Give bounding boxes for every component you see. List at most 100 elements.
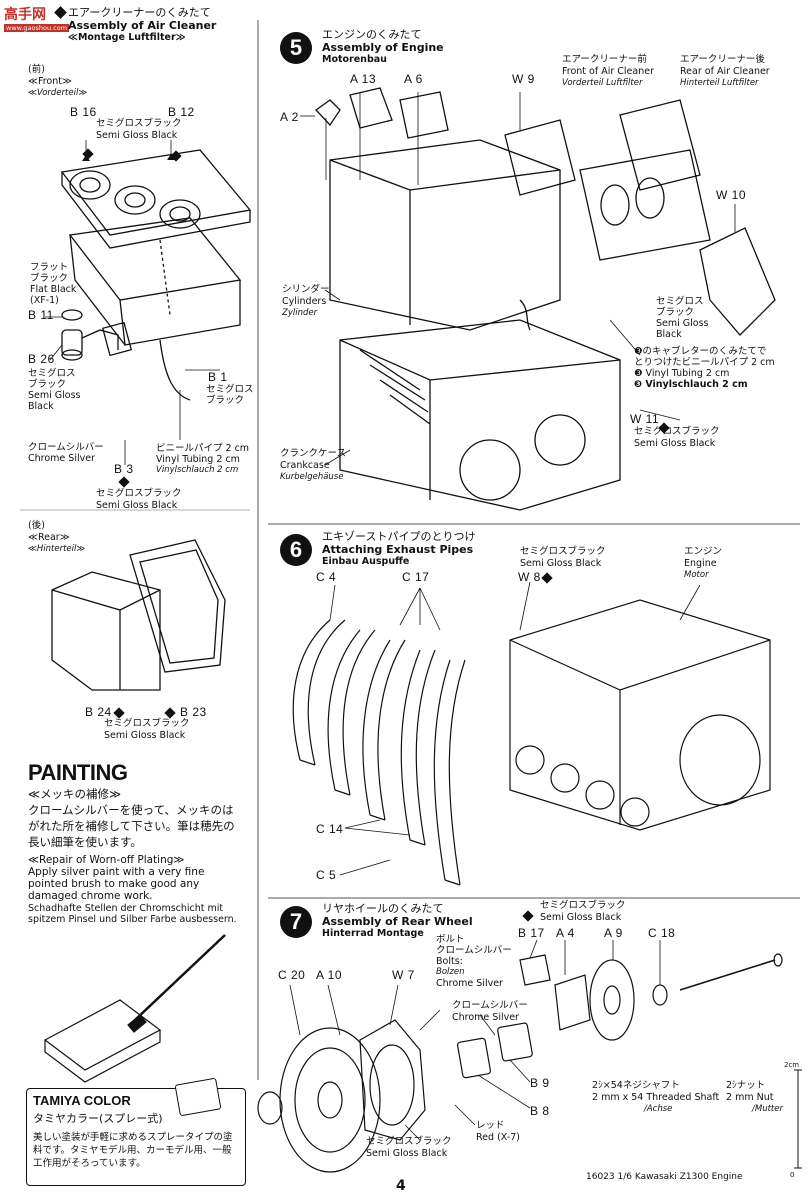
engine-jp: エンジン (684, 546, 723, 557)
chrome-jp: クロームシルバー (28, 442, 104, 453)
rear-wheel-drawing (257, 953, 783, 1173)
carb-jp-2: とりつけたビニールパイプ 2 cm (634, 357, 775, 368)
step7-top-jp: セミグロスブラック (540, 900, 626, 911)
painting-sub-jp: ≪メッキの補修≫ (28, 787, 122, 801)
b1-jp-2: ブラック (206, 395, 245, 406)
page-number: 4 (396, 1178, 406, 1194)
paint-semi-gloss-en: Semi Gloss Black (96, 130, 178, 141)
painting-illustration (43, 934, 226, 1083)
step5-front-jp: エアークリーナー前 (562, 54, 647, 65)
bolt-en: Bolts: (436, 956, 463, 967)
bolt-de: Bolzen (436, 967, 465, 977)
site-logo-url: www.gaoshou.com (4, 24, 70, 32)
part-b16: B 16 (70, 105, 97, 119)
step5-rear-jp: エアークリーナー後 (680, 54, 765, 65)
painting-body-en: Apply silver paint with a very fine poin… (28, 866, 205, 902)
part-c4: C 4 (316, 570, 337, 584)
painting-body-de: Schadhafte Stellen der Chromschicht mit … (28, 903, 237, 925)
part-a4: A 4 (556, 926, 575, 940)
painting-body-jp: クロームシルバーを使って、メッキのはがれた所を補修して下さい。筆は穂先の長い細筆… (28, 803, 235, 849)
shaft-jp: 2ｼ×54ネジシャフト (592, 1080, 680, 1091)
cyl-en: Cylinders (282, 296, 327, 307)
part-c20: C 20 (278, 968, 306, 982)
w10-jp-1: セミグロス (656, 296, 704, 307)
b24-en: Semi Gloss Black (104, 730, 186, 741)
b26-jp-1: セミグロス (28, 368, 76, 379)
step5-front-en: Front of Air Cleaner (562, 66, 654, 77)
rear-label-de: ≪Hinterteil≫ (28, 544, 86, 554)
b24-jp: セミグロスブラック (104, 718, 190, 729)
step6-title-jp: エキゾーストパイプのとりつけ (322, 530, 476, 543)
part-b11: B 11 (28, 308, 54, 322)
part-b23: B 23 (180, 705, 207, 719)
step5-number: 5 (280, 32, 312, 64)
w11-jp: セミグロスブラック (634, 426, 720, 437)
step7-header: リヤホイールのくみたて Assembly of Rear Wheel Hinte… (322, 902, 473, 939)
b3-jp: セミグロスブラック (96, 488, 182, 499)
semi7-jp: セミグロスブラック (366, 1136, 452, 1147)
b26-jp-2: ブラック (28, 379, 67, 390)
carb-en: ❸ Vinyl Tubing 2 cm (634, 368, 730, 379)
front-label-en: ≪Front≫ (28, 76, 72, 87)
part-c14: C 14 (316, 822, 344, 836)
part-b1: B 1 (208, 370, 228, 384)
step5-title-en: Assembly of Engine (322, 41, 444, 54)
part-b26: B 26 (28, 352, 55, 366)
part-b24: B 24 (85, 705, 112, 719)
shaft-en: 2 mm x 54 Threaded Shaft (592, 1092, 720, 1103)
air-cleaner-title-en: Assembly of Air Cleaner (68, 19, 217, 32)
chrome7-jp: クロームシルバー (452, 1000, 528, 1011)
w10-jp-2: ブラック (656, 307, 695, 318)
red-en: Red (X-7) (476, 1132, 520, 1143)
step7-number: 7 (280, 906, 312, 938)
b26-en-2: Black (28, 401, 54, 412)
part-w8: W 8 (518, 570, 541, 584)
part-w10: W 10 (716, 188, 747, 202)
part-w9: W 9 (512, 72, 535, 86)
step6-title-de: Einbau Auspuffe (322, 556, 410, 567)
step5-title-de: Motorenbau (322, 54, 387, 65)
part-b12: B 12 (168, 105, 195, 119)
step7-top-en: Semi Gloss Black (540, 912, 622, 923)
rear-label-jp: (後) (28, 520, 45, 531)
rear-label-en: ≪Rear≫ (28, 532, 70, 543)
exhaust-pipes-drawing (292, 599, 771, 886)
semi7-en: Semi Gloss Black (366, 1148, 448, 1159)
part-a6: A 6 (404, 72, 423, 86)
step5-front-de: Vorderteil Luftfilter (562, 78, 643, 88)
painting-title: PAINTING (28, 760, 128, 785)
bolt-en-2: Chrome Silver (436, 978, 503, 989)
part-c17: C 17 (402, 570, 430, 584)
part-b8: B 8 (530, 1104, 550, 1118)
bolt-jp-2: クロームシルバー (436, 945, 512, 956)
air-cleaner-title-jp: エアークリーナーのくみたて (68, 6, 211, 19)
w10-en-1: Semi Gloss (656, 318, 709, 329)
part-c18: C 18 (648, 926, 676, 940)
crank-jp: クランクケース (280, 448, 347, 459)
step6-header: エキゾーストパイプのとりつけ Attaching Exhaust Pipes E… (322, 530, 476, 567)
b3-en: Semi Gloss Black (96, 500, 178, 511)
flat-en: Flat Black (30, 284, 77, 295)
part-b3: B 3 (114, 462, 134, 476)
nut-en: 2 mm Nut (726, 1092, 774, 1103)
bolt-jp-1: ボルト (436, 934, 465, 945)
step5-rear-en: Rear of Air Cleaner (680, 66, 770, 77)
step5-title-jp: エンジンのくみたて (322, 28, 422, 41)
engine-en: Engine (684, 558, 717, 569)
tamiya-color-box: TAMIYA COLOR タミヤカラー(スプレー式) 美しい塗装が手軽に求めるス… (26, 1077, 246, 1186)
w11-en: Semi Gloss Black (634, 438, 716, 449)
site-logo: 高手网 www.gaoshou.com (4, 4, 70, 32)
part-c5: C 5 (316, 868, 337, 882)
red-jp: レッド (476, 1120, 505, 1131)
painting-sub-en: ≪Repair of Worn-off Plating≫ (28, 854, 185, 866)
tamiya-title: TAMIYA COLOR (33, 1093, 131, 1108)
flat-jp-2: ブラック (30, 273, 69, 284)
step5-header: エンジンのくみたて Assembly of Engine Motorenbau (322, 28, 444, 65)
part-a13: A 13 (350, 72, 377, 86)
step7-title-de: Hinterrad Montage (322, 928, 424, 939)
cyl-de: Zylinder (282, 308, 318, 318)
step7-title-en: Assembly of Rear Wheel (322, 915, 473, 928)
part-b17: B 17 (518, 926, 545, 940)
engine-de: Motor (684, 570, 709, 580)
part-a2: A 2 (280, 110, 299, 124)
